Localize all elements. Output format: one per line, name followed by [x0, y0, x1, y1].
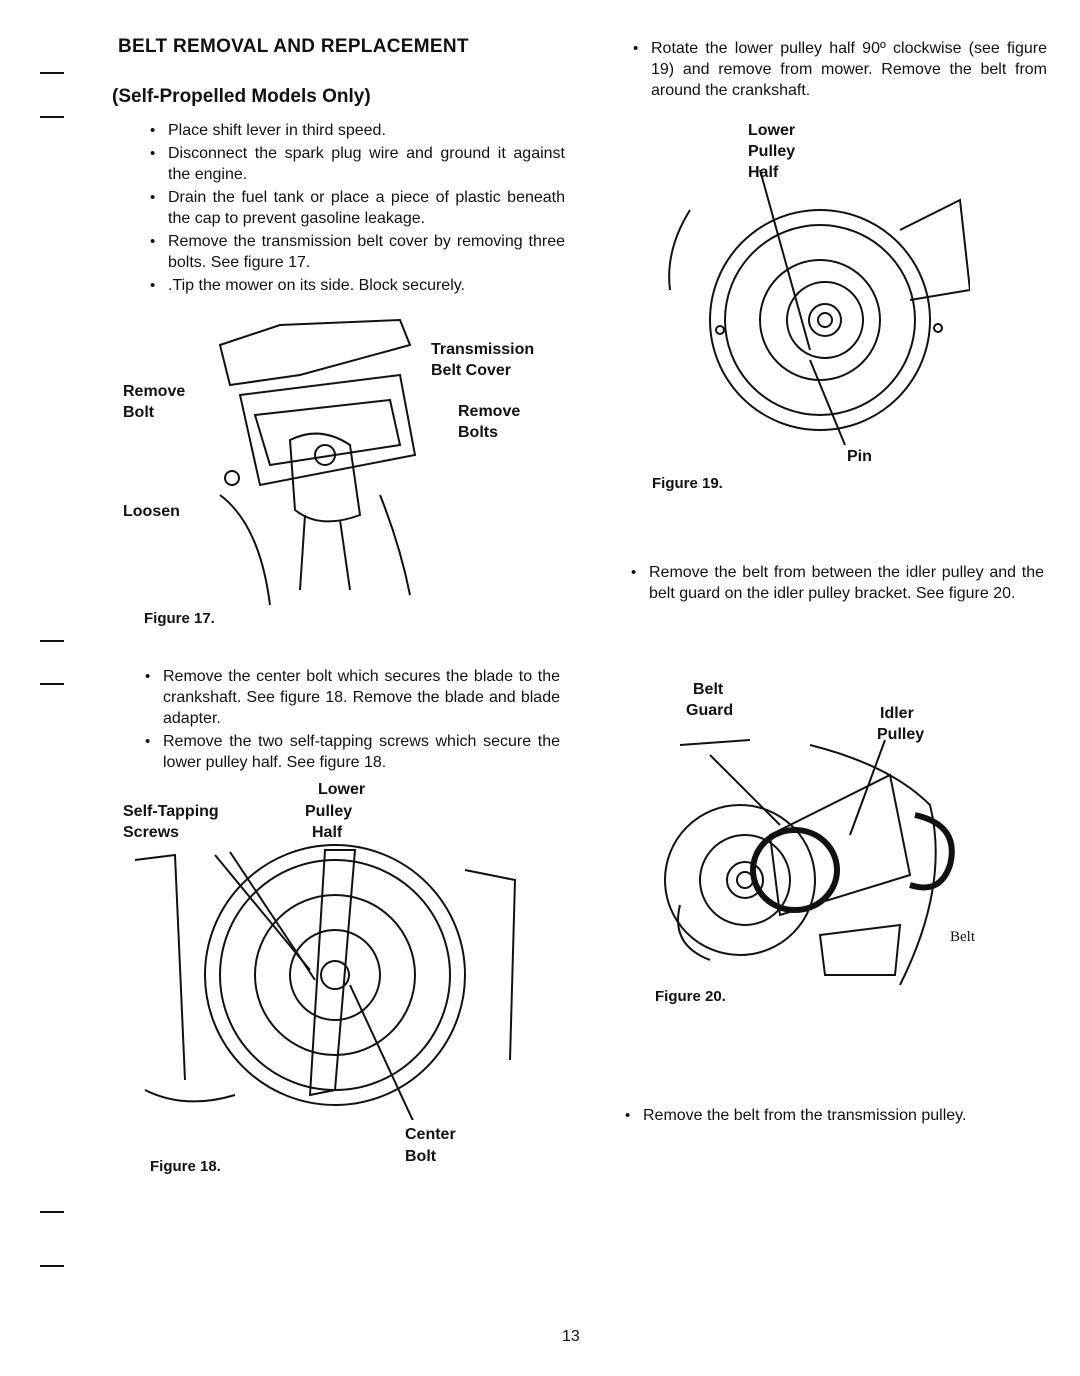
- figure-20-caption: Figure 20.: [655, 988, 726, 1005]
- step-item: Rotate the lower pulley half 90º clockwi…: [633, 38, 1047, 101]
- fig17-remove-label: Remove: [123, 383, 186, 400]
- fig17-belt-cover-label: Belt Cover: [431, 362, 512, 379]
- step-item: Remove the transmission belt cover by re…: [150, 231, 565, 273]
- fig19-lower-label: Lower: [748, 122, 796, 139]
- fig17-transmission-label: Transmission: [431, 341, 535, 358]
- figure-18-illustration: [134, 844, 517, 1120]
- right-step-2: Remove the belt from between the idler p…: [631, 562, 1044, 606]
- fig17-loosen-label: Loosen: [123, 503, 180, 520]
- figure-20-illustration: [664, 739, 955, 986]
- figure-18-caption: Figure 18.: [150, 1158, 221, 1175]
- right-step-1: Rotate the lower pulley half 90º clockwi…: [633, 38, 1047, 103]
- fig20-pulley-label: Pulley: [877, 726, 925, 743]
- fig18-self-tapping-label: Self-Tapping: [123, 803, 219, 820]
- fig20-belt-label-2: Belt: [950, 929, 975, 945]
- fig19-pin-label: Pin: [847, 448, 872, 465]
- right-step-3: Remove the belt from the transmission pu…: [625, 1105, 1043, 1128]
- fig19-half-label: Half: [748, 164, 779, 181]
- section-subtitle: (Self-Propelled Models Only): [112, 86, 371, 107]
- fig17-bolt-label: Bolt: [123, 404, 155, 421]
- step-item: .Tip the mower on its side. Block secure…: [150, 275, 565, 296]
- margin-mark: [40, 683, 64, 685]
- figure-17-caption: Figure 17.: [144, 610, 215, 627]
- fig20-belt-label: Belt: [693, 681, 724, 698]
- step-item: Drain the fuel tank or place a piece of …: [150, 187, 565, 229]
- margin-mark: [40, 1211, 64, 1213]
- step-list-2: Remove the center bolt which secures the…: [145, 666, 560, 775]
- fig18-lower-label: Lower: [318, 781, 366, 798]
- fig17-remove-bolts-label: Remove: [458, 403, 521, 420]
- figure-17-illustration: [218, 318, 417, 605]
- fig17-bolts-label: Bolts: [458, 424, 498, 441]
- margin-mark: [40, 640, 64, 642]
- section-title: BELT REMOVAL AND REPLACEMENT: [118, 36, 469, 57]
- margin-mark: [40, 1265, 64, 1267]
- fig18-bolt-label: Bolt: [405, 1148, 437, 1165]
- margin-mark: [40, 116, 64, 118]
- page-number: 13: [562, 1328, 580, 1345]
- step-item: Disconnect the spark plug wire and groun…: [150, 143, 565, 185]
- figure-19-illustration: [668, 170, 970, 446]
- step-item: Remove the two self-tapping screws which…: [145, 731, 560, 773]
- step-list-1: Place shift lever in third speed. Discon…: [150, 120, 565, 298]
- step-item: Remove the belt from the transmission pu…: [625, 1105, 1043, 1126]
- fig18-pulley-label: Pulley: [305, 803, 353, 820]
- fig18-screws-label: Screws: [123, 824, 180, 841]
- fig19-pulley-label: Pulley: [748, 143, 796, 160]
- step-item: Remove the center bolt which secures the…: [145, 666, 560, 729]
- step-item: Remove the belt from between the idler p…: [631, 562, 1044, 604]
- fig20-guard-label: Guard: [686, 702, 734, 719]
- step-item: Place shift lever in third speed.: [150, 120, 565, 141]
- fig18-center-label: Center: [405, 1126, 456, 1143]
- fig20-idler-label: Idler: [880, 705, 914, 722]
- margin-mark: [40, 72, 64, 74]
- fig18-half-label: Half: [312, 824, 343, 841]
- figure-19-caption: Figure 19.: [652, 475, 723, 492]
